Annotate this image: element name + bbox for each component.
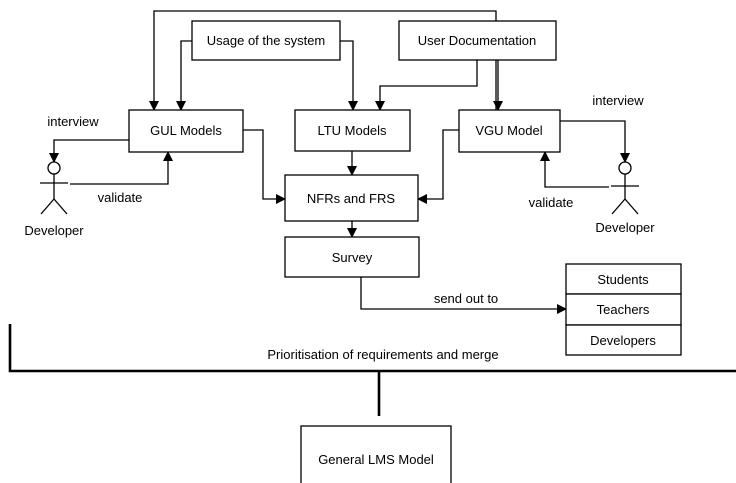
prioritisation-label: Prioritisation of requirements and merge: [267, 347, 498, 362]
gul-to-nfrs-arrow: [243, 129, 286, 204]
vgu-label: VGU Model: [475, 123, 542, 138]
developers-label: Developers: [590, 333, 656, 348]
vgu-interview-arrow: [560, 120, 630, 163]
general-lms-label: General LMS Model: [318, 452, 434, 467]
user-doc-box: User Documentation: [398, 20, 557, 61]
usage-box: Usage of the system: [191, 20, 341, 61]
developer-left-label: Developer: [24, 223, 84, 238]
general-lms-box: General LMS Model: [300, 425, 452, 483]
validate-right-label: validate: [529, 195, 574, 210]
gul-interview-arrow: [49, 139, 129, 163]
usage-to-ltu-arrow: [340, 40, 358, 111]
gul-box: GUL Models: [128, 109, 244, 153]
vgu-box: VGU Model: [458, 109, 561, 153]
ltu-box: LTU Models: [294, 109, 411, 152]
top-loop-connector: [149, 10, 497, 118]
usage-to-gul-arrow: [176, 40, 192, 111]
nfrs-box: NFRs and FRS: [284, 174, 419, 222]
interview-left-label: interview: [47, 114, 99, 129]
ltu-label: LTU Models: [317, 123, 387, 138]
developer-right-icon: [611, 161, 639, 215]
send-out-to-label: send out to: [434, 291, 498, 306]
validate-left-label: validate: [98, 190, 143, 205]
nfrs-label: NFRs and FRS: [307, 191, 395, 206]
developer-right-label: Developer: [595, 220, 655, 235]
developer-left-icon: [40, 161, 68, 215]
right-validate-arrow: [540, 151, 609, 188]
merge-bar: [8, 324, 736, 373]
userdoc-to-ltu-arrow: [375, 60, 478, 111]
usage-label: Usage of the system: [207, 33, 326, 48]
survey-box: Survey: [284, 236, 420, 278]
gul-label: GUL Models: [150, 123, 222, 138]
audience-stack: Students Teachers Developers: [565, 263, 682, 356]
students-label: Students: [597, 272, 649, 287]
user-doc-label: User Documentation: [418, 33, 537, 48]
vgu-to-nfrs-arrow: [417, 129, 459, 204]
survey-label: Survey: [332, 250, 373, 265]
survey-to-teachers-arrow: [360, 277, 567, 314]
interview-right-label: interview: [592, 93, 644, 108]
left-validate-arrow: [70, 151, 173, 185]
teachers-label: Teachers: [597, 302, 650, 317]
